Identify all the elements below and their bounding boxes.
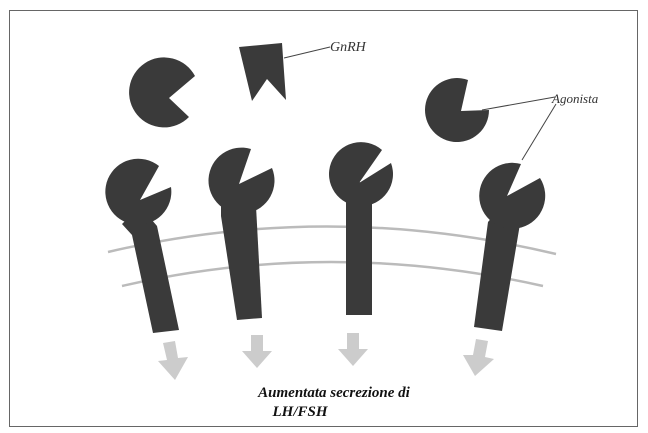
border [9,10,638,427]
down-arrow-4 [463,339,494,376]
bound-ligands [105,142,546,229]
receptor-4 [474,197,522,331]
bound-agonist-3 [329,142,394,207]
receptor-2 [221,185,262,320]
free-agonist-right [425,78,490,143]
bound-agonist-1 [105,158,172,225]
down-arrow-3 [338,333,368,366]
receptors [122,181,522,333]
caption-line-1: Aumentata secrezione di [257,385,411,401]
bound-agonist-4 [479,162,546,229]
caption-line-2: LH/FSH [271,404,328,420]
down-arrow-2 [242,335,272,368]
free-agonist-left [129,57,195,128]
agonist-leader-line-1 [481,96,556,111]
gnrh-molecule [239,43,286,101]
receptor-3 [346,181,372,315]
gnrh-label: GnRH [330,40,367,55]
receptor-1 [122,206,179,333]
down-arrow-1 [158,341,188,380]
membrane-inner-line [121,260,544,288]
agonist-label: Agonista [551,91,599,106]
agonist-leader-line-2 [521,103,557,161]
secretion-arrows [158,333,494,380]
bound-agonist-2 [208,147,275,214]
gnrh-leader-line [283,46,331,59]
